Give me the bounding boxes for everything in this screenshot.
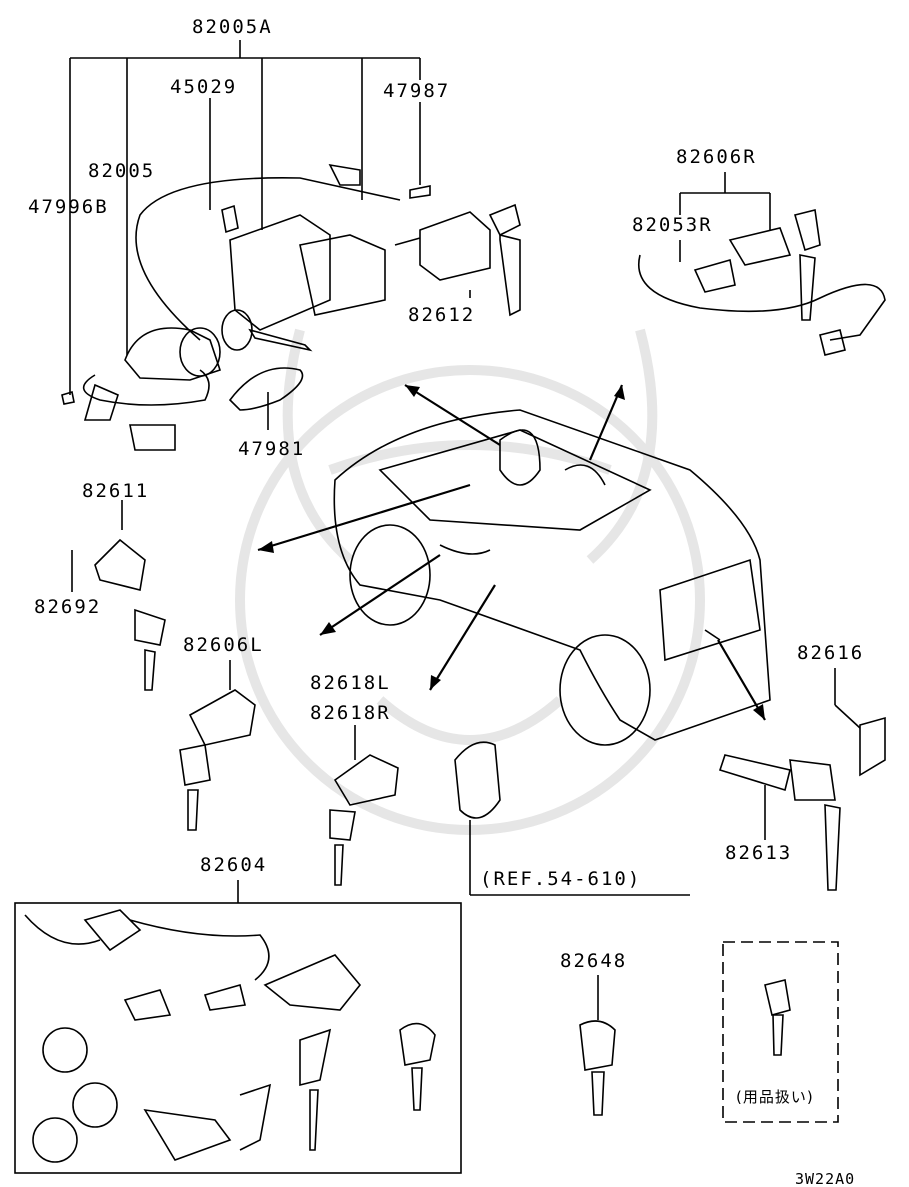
steering-lock-assembly: [61, 163, 431, 451]
lock-cylinder-82606l: [179, 660, 256, 831]
kit-82604-box: [14, 880, 462, 1174]
label-82005: 82005: [88, 160, 156, 182]
arrows: [257, 384, 766, 721]
label-82616: 82616: [797, 642, 865, 664]
lock-cylinder-82613: [718, 668, 886, 891]
label-82606r: 82606R: [676, 146, 757, 168]
bracket-82005a: [69, 40, 421, 395]
label-82606l: 82606L: [183, 634, 264, 656]
label-82613: 82613: [725, 842, 793, 864]
label-45029: 45029: [170, 76, 238, 98]
wire-strap-47981: [228, 367, 304, 430]
watermark-emblem: [235, 328, 705, 835]
lock-set-82606r: [638, 172, 886, 356]
label-82692: 82692: [34, 596, 102, 618]
label-accessory: (用品扱い): [736, 1088, 814, 1106]
label-82618r: 82618R: [310, 702, 391, 724]
label-82053r: 82053R: [632, 214, 713, 236]
accessory-box: [722, 941, 839, 1123]
key-82648: [579, 975, 616, 1116]
label-47981: 47981: [238, 438, 306, 460]
label-ref: (REF.54-610): [480, 868, 642, 890]
label-82612: 82612: [408, 304, 476, 326]
vehicle-outline: [333, 409, 771, 746]
ignition-cylinder-82612: [394, 203, 521, 317]
diagram-code: 3W22A0: [795, 1170, 856, 1187]
lock-cylinder-82618: [329, 725, 399, 886]
label-82648: 82648: [560, 950, 628, 972]
lock-cylinder-82611: [71, 500, 166, 691]
label-47996b: 47996B: [28, 196, 109, 218]
label-82005a: 82005A: [192, 16, 273, 38]
label-82618l: 82618L: [310, 672, 391, 694]
label-82604: 82604: [200, 854, 268, 876]
label-47987: 47987: [383, 80, 451, 102]
remote-ref-54-610: [454, 741, 690, 896]
label-82611: 82611: [82, 480, 150, 502]
